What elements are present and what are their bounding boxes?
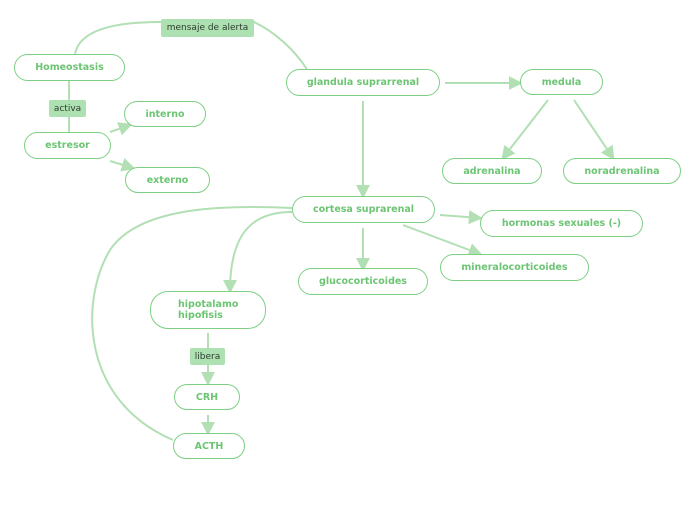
node-noradrenalina[interactable]: noradrenalina bbox=[563, 158, 681, 184]
edge-cortesa-hipotalamo bbox=[223, 211, 293, 294]
label-mensaje-de-alerta: mensaje de alerta bbox=[161, 19, 254, 37]
node-externo[interactable]: externo bbox=[125, 167, 210, 193]
edge-medula-adrenalina bbox=[501, 99, 549, 161]
edge-medula-noradrenalina bbox=[573, 99, 615, 161]
node-adrenalina[interactable]: adrenalina bbox=[442, 158, 542, 184]
node-mineralocorticoides[interactable]: mineralocorticoides bbox=[440, 254, 589, 281]
edge-cortesa-mineralo bbox=[402, 224, 483, 257]
node-crh[interactable]: CRH bbox=[174, 384, 240, 410]
node-cortesa-suprarenal[interactable]: cortesa suprarenal bbox=[292, 196, 435, 223]
node-interno[interactable]: interno bbox=[124, 101, 206, 127]
edge-estresor-externo bbox=[109, 158, 136, 172]
edge-homeostasis-glandula bbox=[74, 21, 309, 72]
node-glucocorticoides[interactable]: glucocorticoides bbox=[298, 268, 428, 295]
node-hipotalamo-line2: hipofisis bbox=[178, 310, 223, 321]
edge-estresor-interno bbox=[109, 122, 133, 136]
node-homeostasis[interactable]: Homeostasis bbox=[14, 54, 125, 81]
node-hipotalamo-text: hipotalamo hipofisis bbox=[178, 299, 238, 321]
node-hipotalamo-hipofisis[interactable]: hipotalamo hipofisis bbox=[150, 291, 266, 329]
node-acth[interactable]: ACTH bbox=[173, 433, 245, 459]
label-libera: libera bbox=[190, 348, 225, 365]
edge-cortesa-hormonas bbox=[439, 210, 483, 225]
node-glandula-suprarrenal[interactable]: glandula suprarrenal bbox=[286, 69, 440, 96]
edge-acth-cortesa bbox=[91, 205, 293, 441]
node-medula[interactable]: medula bbox=[520, 69, 603, 95]
node-hormonas-sexuales[interactable]: hormonas sexuales (-) bbox=[480, 210, 643, 237]
node-hipotalamo-line1: hipotalamo bbox=[178, 299, 239, 310]
node-estresor[interactable]: estresor bbox=[24, 132, 111, 159]
label-activa: activa bbox=[49, 100, 86, 117]
